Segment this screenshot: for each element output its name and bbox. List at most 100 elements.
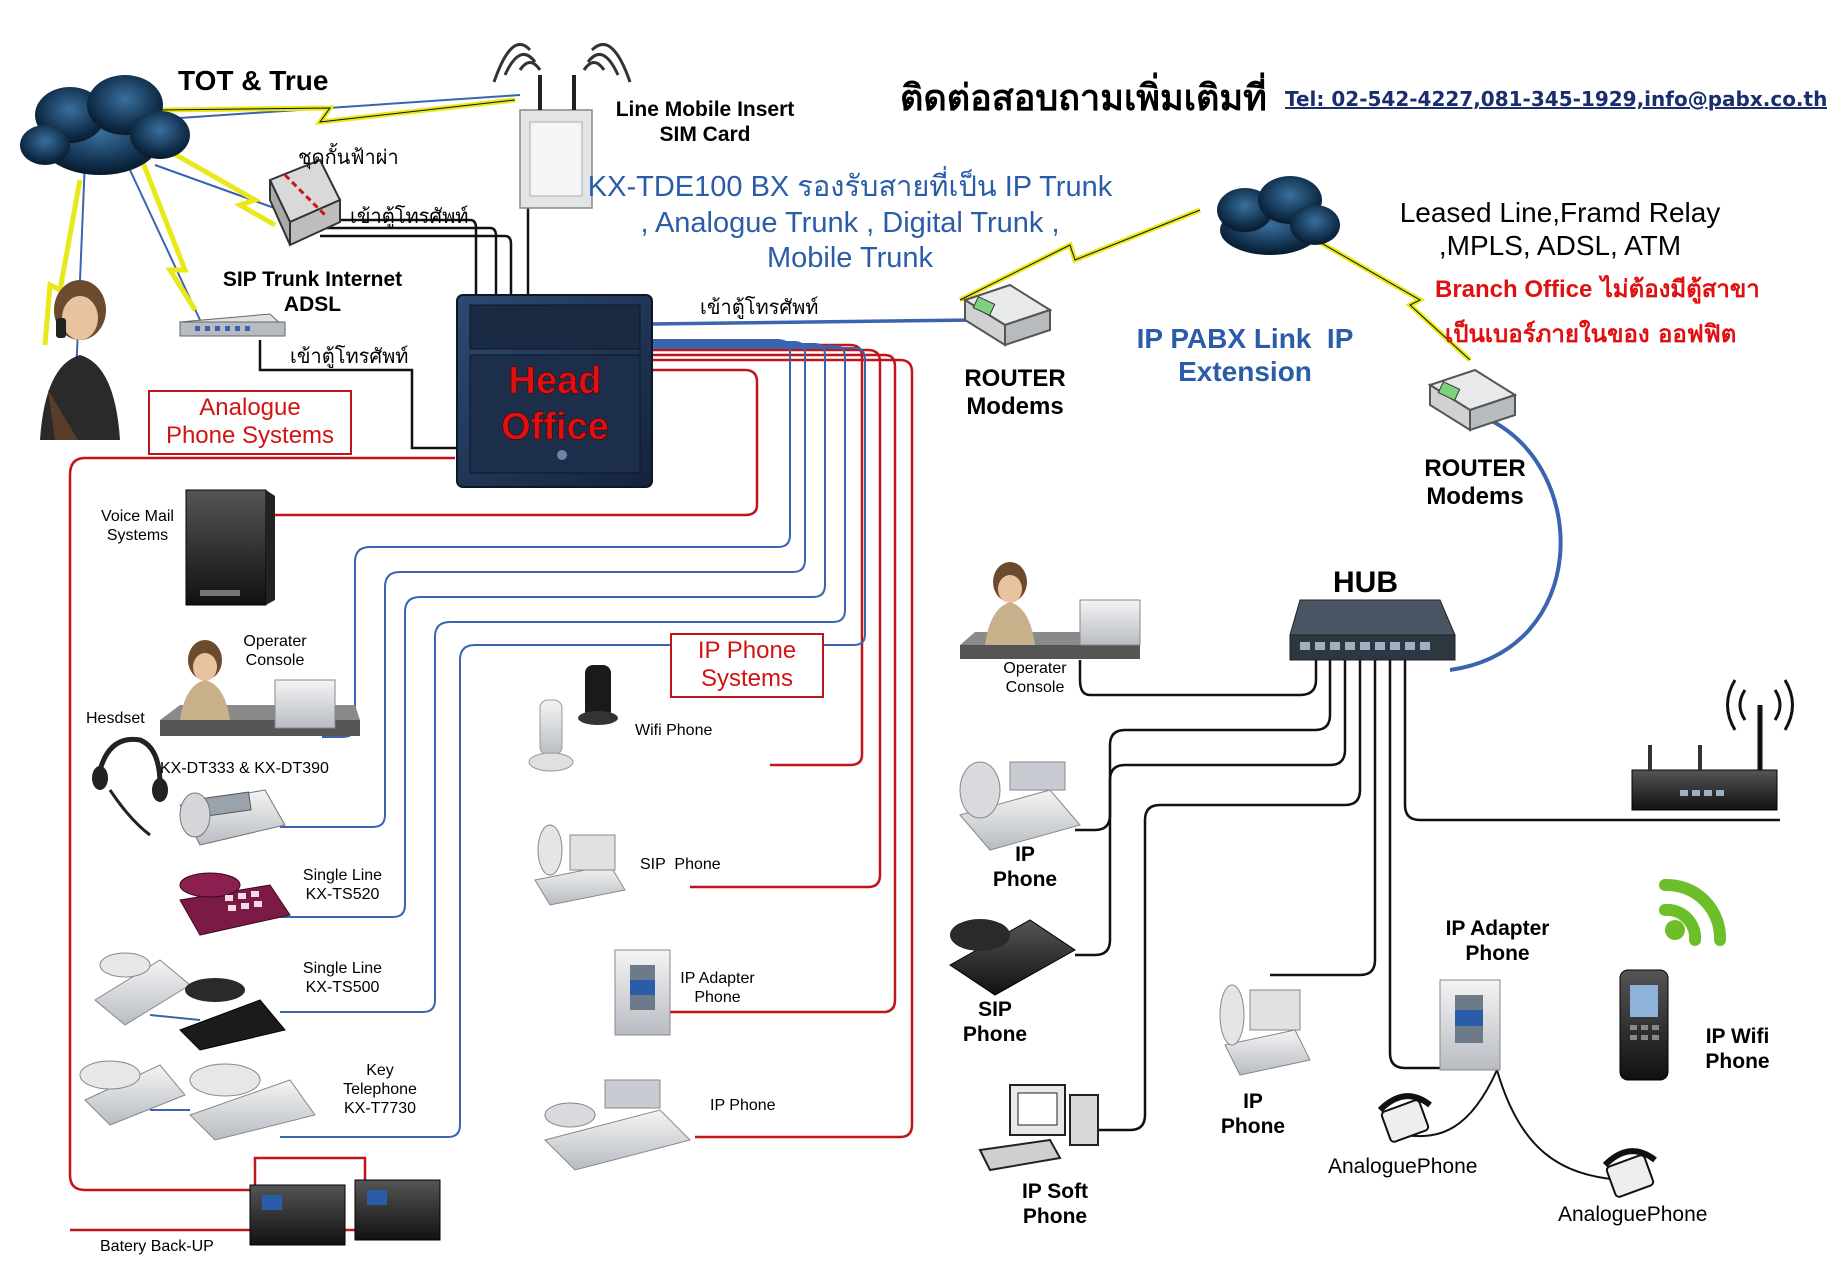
branch-office-desc: เป็นเบอร์ภายในของ ออฟฟิต <box>1445 320 1737 348</box>
ip-phone-right2-line-2: Phone <box>1220 1114 1286 1138</box>
operater-line-2: Console <box>245 651 305 669</box>
mobile-phone-icon <box>1619 969 1669 1081</box>
line-mobile-label: Line Mobile Insert SIM Card <box>600 98 810 148</box>
wifi-phone-label: Wifi Phone <box>635 722 713 739</box>
pbx-router-link <box>649 318 976 326</box>
sip-trunk-label: SIP Trunk Internet ADSL <box>205 268 420 318</box>
sip-right-line-2: Phone <box>962 1022 1028 1046</box>
ip-phone-mid-label: IP Phone <box>710 1097 776 1114</box>
sip-phone-icon <box>949 919 1076 996</box>
router2-line-2: Modems <box>1426 483 1524 511</box>
battery-label: Batery Back-UP <box>100 1238 214 1255</box>
line-mobile-label-2: SIM Card <box>659 122 751 146</box>
router2-line-1: ROUTER <box>1424 455 1526 482</box>
single-line-phone-icon <box>94 952 286 1051</box>
router-hub-link <box>1449 418 1563 672</box>
contact-thai: ติดต่อสอบถามเพิ่มเติมที่ <box>900 78 1267 119</box>
voice-mail-line-2: Systems <box>106 526 169 544</box>
contact-info: Tel: 02-542-4227,081-345-1929,info@pabx.… <box>1285 87 1827 111</box>
hub-icon <box>1289 599 1456 661</box>
operator-console-icon <box>960 562 1141 659</box>
router1-label: ROUTER Modems <box>945 365 1085 422</box>
voice-mail-line-1: Voice Mail <box>101 508 174 525</box>
kx-dt-label: KX-DT333 & KX-DT390 <box>160 760 329 777</box>
operater-right-line-2: Console <box>1005 678 1065 696</box>
to-pbx-label: เข้าตู้โทรศัพท์ <box>290 344 409 368</box>
ip-adapter-icon <box>1439 979 1501 1071</box>
kx-line-3: Mobile Trunk <box>766 242 933 275</box>
leased-line-2: ,MPLS, ADSL, ATM <box>1438 230 1682 262</box>
analogue-box-line-1: Analogue <box>199 394 301 421</box>
ip-adapter-mid-label: IP Adapter Phone <box>670 970 765 1008</box>
single-line-phone-icon <box>179 872 291 936</box>
key-telephone-label: Key Telephone KX-T7730 <box>330 1062 430 1119</box>
single-520-line-2: KX-TS520 <box>305 885 380 903</box>
key-tel-line-2: Telephone <box>343 1080 417 1098</box>
ip-soft-line-1: IP Soft <box>1021 1180 1089 1203</box>
wireless-router-icon <box>1631 679 1794 811</box>
analogue-box-line-2: Phone Systems <box>165 422 335 450</box>
ip-box-line-2: Systems <box>700 665 793 693</box>
analogue-phone-icon <box>1377 1093 1432 1143</box>
single-line-500-label: Single Line KX-TS500 <box>290 960 395 998</box>
single-500-line-1: Single Line <box>302 960 383 977</box>
leased-line-1: Leased Line,Framd Relay <box>1399 197 1721 228</box>
ip-soft-line-2: Phone <box>1022 1204 1088 1228</box>
ip-adapter-mid-line-2: Phone <box>694 988 741 1006</box>
cloud-icon <box>1217 176 1340 255</box>
kx-line-2: , Analogue Trunk , Digital Trunk , <box>640 206 1060 239</box>
operator-console-icon <box>160 640 360 736</box>
sip-trunk-label-2: ADSL <box>283 292 342 316</box>
soft-phone-computer-icon <box>978 1084 1099 1172</box>
analogue-phone-icon <box>1602 1148 1657 1198</box>
ip-phone-right1-label: IP Phone <box>975 843 1075 893</box>
branch-office-en: Branch Office <box>1435 276 1593 303</box>
router2-label: ROUTER Modems <box>1405 455 1545 512</box>
head-office-line-2: Office <box>501 406 609 449</box>
headset-icon <box>92 736 168 837</box>
cloud-icon <box>20 75 190 175</box>
branch-office-th: ไม่ต้องมีตู้สาขา <box>1592 275 1760 303</box>
ip-wifi-line-2: Phone <box>1705 1049 1770 1073</box>
sip-phone-icon <box>534 824 626 906</box>
ip-soft-phone-label: IP Soft Phone <box>1005 1180 1105 1230</box>
ip-adapter-right-line-2: Phone <box>1465 941 1530 965</box>
ip-phone-right2-line-1: IP <box>1243 1090 1263 1113</box>
adsl-router-icon <box>178 313 287 337</box>
to-pbx-label: เข้าตู้โทรศัพท์ <box>700 295 819 319</box>
kx-tde100-description: KX-TDE100 BX รองรับสายที่เป็น IP Trunk ,… <box>570 170 1130 277</box>
head-office-label: Head Office <box>470 358 640 451</box>
to-pbx-label: เข้าตู้โทรศัพท์ <box>350 204 469 228</box>
hesdset-label: Hesdset <box>86 710 145 727</box>
ip-phone-right1-line-1: IP <box>1015 843 1035 866</box>
operater-label: Operater Console <box>230 633 320 671</box>
operater-right-label: Operater Console <box>990 660 1080 698</box>
lightning-guard-label: ชุดกั้นฟ้าผ่า <box>298 145 399 169</box>
ip-adapter-right-label: IP Adapter Phone <box>1425 917 1570 967</box>
operater-line-1: Operater <box>243 633 307 650</box>
ip-phone-icon <box>1219 984 1311 1076</box>
single-line-520-label: Single Line KX-TS520 <box>290 867 395 905</box>
ip-phone-icon <box>959 761 1081 851</box>
battery-icon <box>249 1179 441 1246</box>
tot-true-label: TOT & True <box>178 65 329 96</box>
ip-wifi-line-1: IP Wifi <box>1705 1025 1770 1048</box>
ip-pabx-line-1: IP PABX Link IP <box>1136 323 1354 354</box>
key-tel-line-1: Key <box>366 1062 394 1079</box>
operater-right-line-1: Operater <box>1003 660 1067 677</box>
ip-wifi-phone-label: IP Wifi Phone <box>1690 1025 1785 1075</box>
voice-mail-icon <box>185 489 275 606</box>
ip-phone-systems-box: IP Phone Systems <box>670 633 824 698</box>
pbx-cabinet-icon <box>456 294 653 488</box>
wifi-phone-icon <box>528 665 618 772</box>
head-office-line-1: Head <box>508 360 602 403</box>
single-500-line-2: KX-TS500 <box>305 978 380 996</box>
lightning-guard-icon <box>268 158 342 247</box>
ip-adapter-mid-line-1: IP Adapter <box>680 970 755 987</box>
sip-phone-mid-label: SIP Phone <box>640 856 721 873</box>
ip-pabx-line-2: Extension <box>1178 356 1312 388</box>
analogue-phone-label: AnaloguePhone <box>1328 1155 1478 1178</box>
ip-pabx-label: IP PABX Link IP Extension <box>1115 322 1375 388</box>
